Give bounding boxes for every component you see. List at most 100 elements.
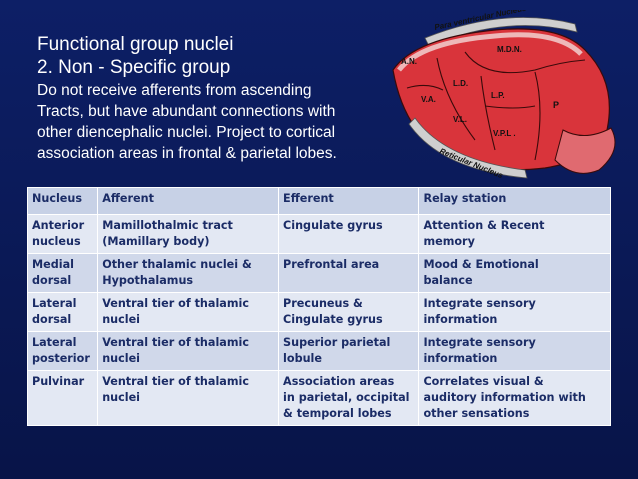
pulvinar-bulge [554, 127, 616, 174]
table-cell: Pulvinar [26, 370, 99, 426]
cell-line: nuclei [102, 391, 141, 404]
division-line [480, 75, 496, 151]
table-cell: Mood & Emotional balance [418, 253, 611, 293]
table-row: Pulvinar Ventral tier of thalamic nuclei As… [26, 370, 611, 426]
table-cell: Lateral dorsal [26, 292, 99, 332]
cell-line: Precuneus & [283, 297, 363, 310]
paraventricular-band [424, 17, 578, 47]
division-line [436, 57, 476, 141]
table-cell: Integrate sensory information [418, 331, 611, 371]
cell-line: dorsal [32, 274, 72, 287]
description-line: Do not receive afferents from ascending [37, 82, 312, 99]
cell-line: Ventral tier of thalamic [102, 336, 249, 349]
division-line [464, 51, 586, 74]
slide-title: Functional group nuclei [37, 34, 234, 55]
cell-line: in parietal, occipital [283, 391, 410, 404]
cell-line: Correlates visual & [423, 375, 544, 388]
cell-line: Other thalamic nuclei & [102, 258, 252, 271]
table-cell: Superior parietal lobule [278, 331, 420, 371]
thalamus-diagram: Para ventricular Nucleus Reticular Nucle… [385, 10, 625, 180]
vl-label: V.L. [453, 115, 467, 124]
table-cell: Ventral tier of thalamic nuclei [97, 292, 280, 332]
division-line [484, 105, 536, 109]
outer-lamina [397, 32, 583, 72]
table-cell: Ventral tier of thalamic nuclei [97, 370, 280, 426]
table-cell: Correlates visual & auditory information … [418, 370, 611, 426]
cell-line: Cingulate gyrus [283, 313, 383, 326]
table-row: Anterior nucleus Mamillothalmic tract (Mami… [26, 214, 611, 254]
table-cell: Mamillothalmic tract (Mamillary body) [97, 214, 280, 254]
cell-line: Medial [32, 258, 74, 271]
header-afferent: Afferent [97, 187, 280, 215]
slide-subtitle: 2. Non - Specific group [37, 57, 231, 78]
cell-line: dorsal [32, 313, 72, 326]
cell-line: (Mamillary body) [102, 235, 210, 248]
division-line [406, 84, 444, 91]
cell-line: Lateral [32, 336, 77, 349]
cell-line: memory [423, 235, 475, 248]
cell-line: Integrate sensory [423, 297, 536, 310]
table-cell: Integrate sensory information [418, 292, 611, 332]
cell-line: Superior parietal [283, 336, 391, 349]
description-line: Tracts, but have abundant connections wi… [37, 103, 336, 120]
cell-line: Integrate sensory [423, 336, 536, 349]
cell-line: nuclei [102, 352, 141, 365]
cell-line: Mamillothalmic tract [102, 219, 233, 232]
cell-line: Hypothalamus [102, 274, 194, 287]
ld-label: L.D. [453, 79, 468, 88]
va-label: V.A. [421, 95, 436, 104]
table-body: Anterior nucleus Mamillothalmic tract (Mami… [26, 214, 611, 426]
cell-line: information [423, 352, 498, 365]
reticular-band [408, 117, 528, 179]
cell-line: nuclei [102, 313, 141, 326]
table-cell: Association areas in parietal, occipital &… [278, 370, 420, 426]
an-label: A.N. [401, 57, 417, 66]
cell-line: Prefrontal area [283, 258, 380, 271]
cell-line: balance [423, 274, 473, 287]
header-efferent: Efferent [278, 187, 420, 215]
table-cell: Prefrontal area [278, 253, 420, 293]
cell-line: Lateral [32, 297, 77, 310]
cell-line: Ventral tier of thalamic [102, 297, 249, 310]
p-label: P [553, 100, 559, 110]
table-cell: Lateral posterior [26, 331, 99, 371]
mdn-label: M.D.N. [497, 45, 522, 54]
table-cell: Ventral tier of thalamic nuclei [97, 331, 280, 371]
table-cell: Anterior nucleus [26, 214, 99, 254]
cell-line: auditory information with [423, 391, 586, 404]
nuclei-table: Nucleus Afferent Efferent Relay station … [26, 187, 611, 426]
description-line: association areas in frontal & parietal … [37, 145, 337, 162]
table-row: Lateral dorsal Ventral tier of thalamic nuc… [26, 292, 611, 332]
header-nucleus: Nucleus [26, 187, 99, 215]
cell-line: & temporal lobes [283, 407, 392, 420]
table-cell: Cingulate gyrus [278, 214, 420, 254]
cell-line: Mood & Emotional [423, 258, 539, 271]
table-cell: Precuneus & Cingulate gyrus [278, 292, 420, 332]
description-line: other diencephalic nuclei. Project to co… [37, 124, 336, 141]
cell-line: Attention & Recent [423, 219, 545, 232]
cell-line: information [423, 313, 498, 326]
lp-label: L.P. [491, 91, 505, 100]
thalamus-diagram-svg: Para ventricular Nucleus Reticular Nucle… [392, 10, 616, 180]
cell-line: lobule [283, 352, 322, 365]
table-cell: Medial dorsal [26, 253, 99, 293]
table-cell: Attention & Recent memory [418, 214, 611, 254]
table-row: Lateral posterior Ventral tier of thalamic… [26, 331, 611, 371]
table-cell: Other thalamic nuclei & Hypothalamus [97, 253, 280, 293]
header-relay-station: Relay station [418, 187, 611, 215]
cell-line: other sensations [423, 407, 530, 420]
cell-line: nucleus [32, 235, 81, 248]
cell-line: Association areas [283, 375, 395, 388]
table-row: Medial dorsal Other thalamic nuclei & Hypot… [26, 253, 611, 293]
cell-line: Anterior [32, 219, 85, 232]
cell-line: Cingulate gyrus [283, 219, 383, 232]
division-line [534, 71, 541, 161]
cell-line: posterior [32, 352, 90, 365]
vpl-label: V.P.L . [493, 129, 516, 138]
table-header-row: Nucleus Afferent Efferent Relay station [26, 187, 611, 215]
title-block: Functional group nuclei 2. Non - Specifi… [37, 33, 397, 164]
slide-description: Do not receive afferents from ascending … [37, 80, 397, 164]
cell-line: Pulvinar [32, 375, 85, 388]
cell-line: Ventral tier of thalamic [102, 375, 249, 388]
